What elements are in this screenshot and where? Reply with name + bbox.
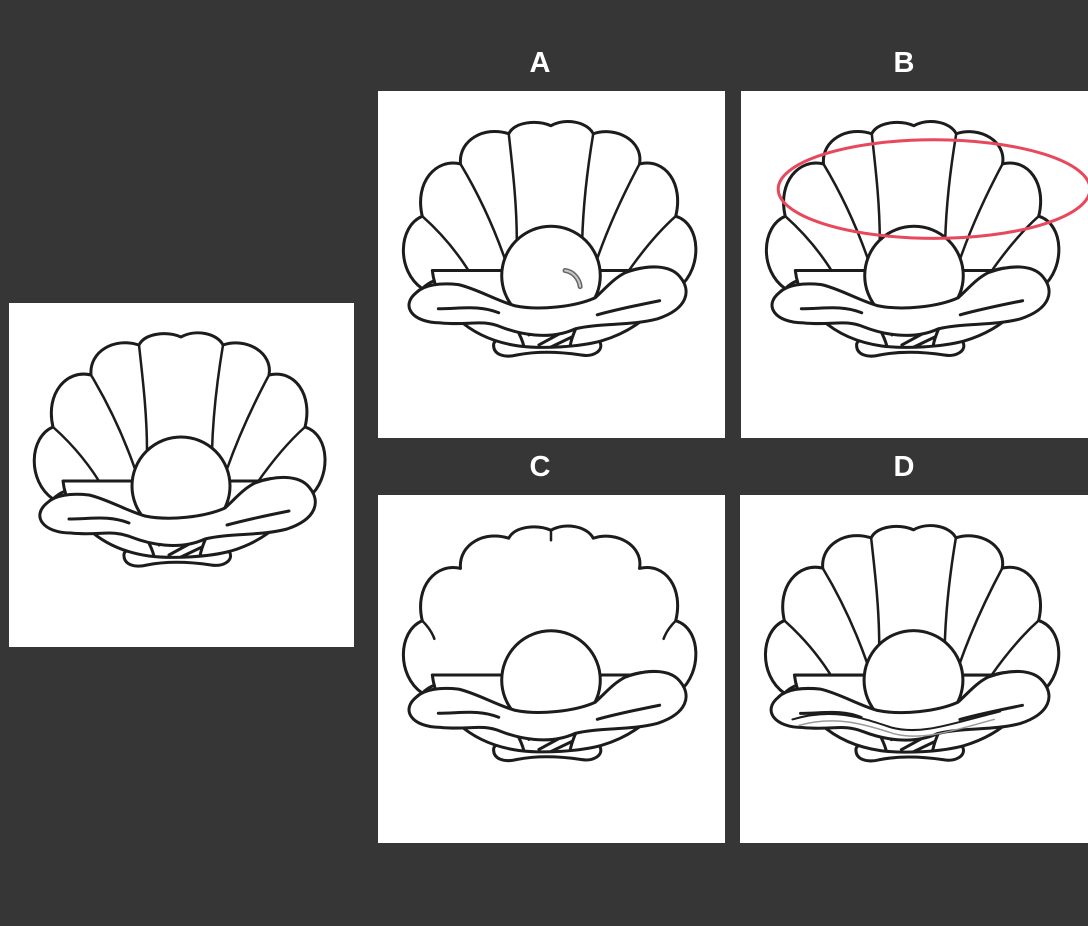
option-d-label: D <box>893 451 915 483</box>
clam-with-pearl-icon <box>764 120 1088 358</box>
reference-image <box>9 303 354 647</box>
highlight-ellipse <box>776 138 1088 240</box>
clam-with-pearl-icon <box>401 120 698 358</box>
option-c-panel[interactable] <box>378 495 725 843</box>
extra-lip-line <box>791 710 1002 732</box>
clam-with-pearl-icon <box>401 524 698 763</box>
clam-with-pearl-icon <box>763 524 1061 763</box>
option-d-panel[interactable] <box>740 495 1088 843</box>
option-b-label: B <box>893 47 915 79</box>
option-b-panel[interactable] <box>741 91 1088 438</box>
option-a-panel[interactable] <box>378 91 725 438</box>
option-c-label: C <box>529 451 551 483</box>
clam-with-pearl-icon <box>32 331 327 568</box>
option-a-label: A <box>529 47 551 79</box>
